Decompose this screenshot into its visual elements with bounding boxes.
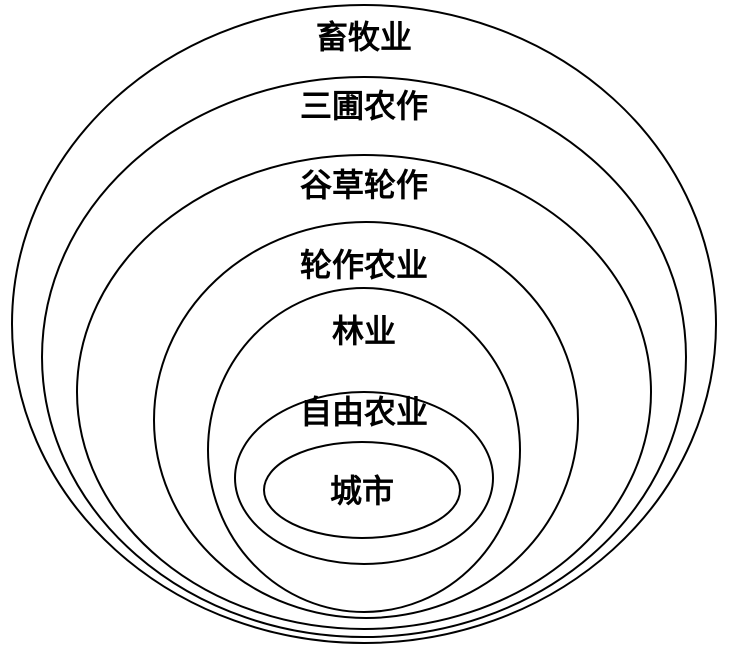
label-rotation: 轮作农业: [300, 246, 428, 284]
label-city: 城市: [330, 472, 394, 510]
label-free-farming: 自由农业: [300, 393, 428, 431]
label-grain-grass: 谷草轮作: [300, 166, 428, 204]
ring-free-farming: [234, 391, 494, 565]
ring-rotation: [153, 221, 579, 619]
ring-forestry: [207, 287, 521, 613]
ring-pastoralism: [11, 4, 717, 644]
ring-grain-grass: [76, 154, 652, 630]
label-three-field: 三圃农作: [300, 87, 428, 125]
ring-three-field: [41, 76, 687, 638]
ring-city: [263, 441, 461, 539]
label-pastoralism: 畜牧业: [316, 18, 412, 56]
label-forestry: 林业: [332, 312, 396, 350]
